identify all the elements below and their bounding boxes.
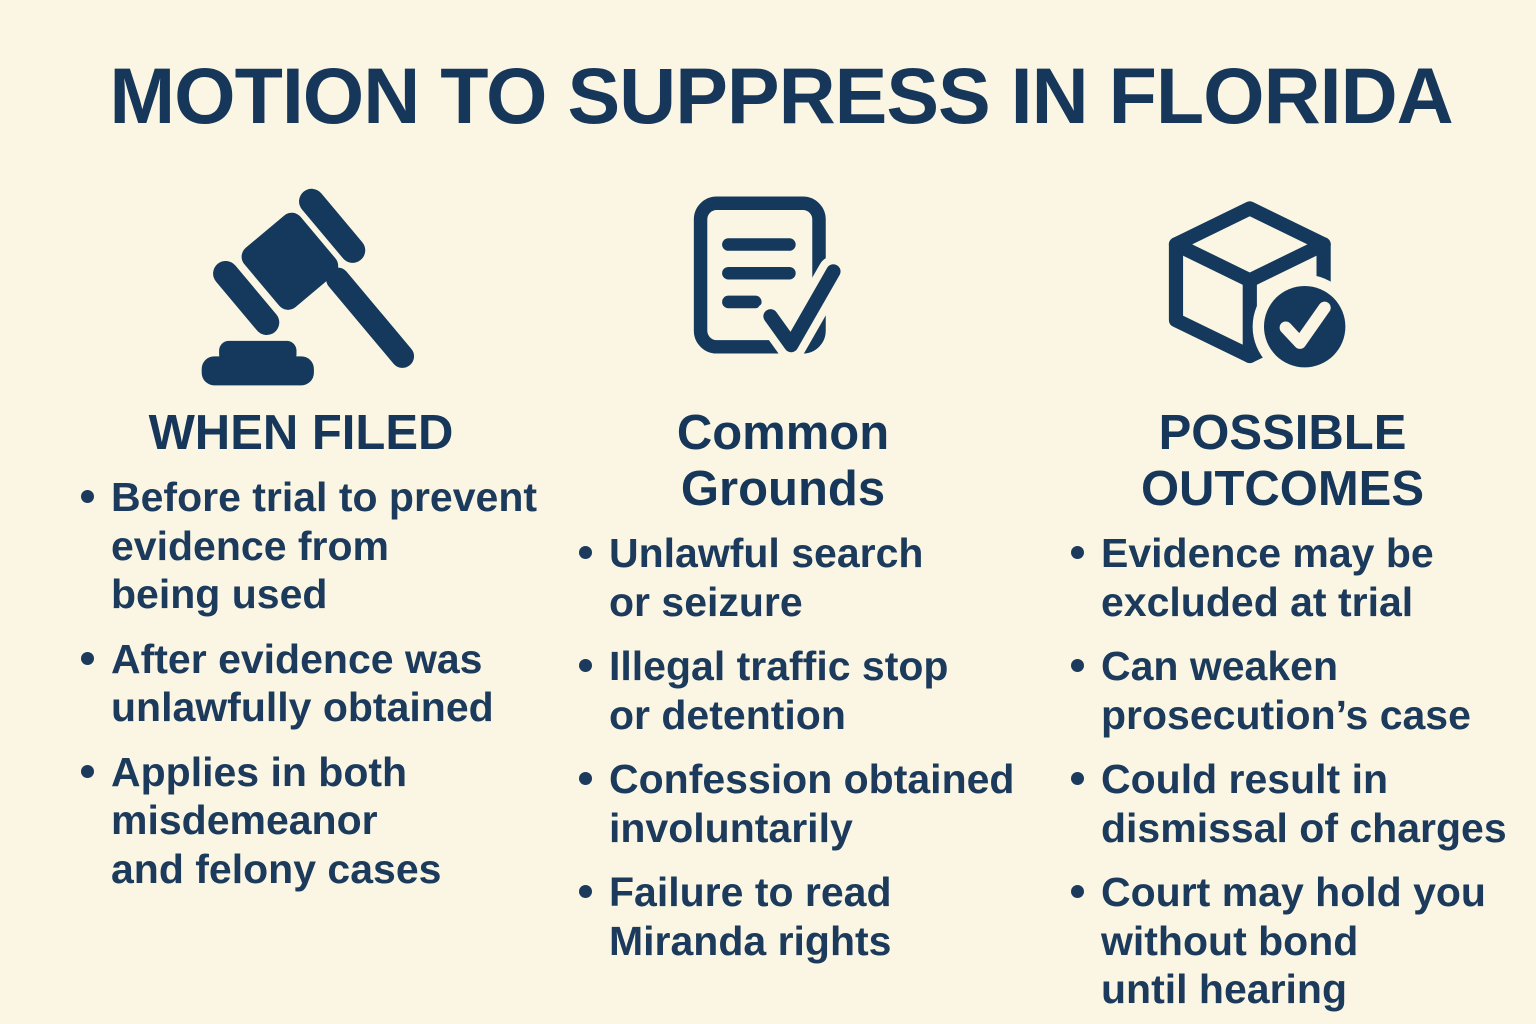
list-item: Before trial to prevent evidence from be… [81,473,547,619]
list-item: Court may hold you without bond until he… [1071,868,1520,1014]
bullet-text: Could result in dismissal of charges [1101,755,1507,852]
bullet-text: Court may hold you without bond until he… [1101,868,1486,1014]
heading-line: Grounds [680,462,886,516]
bullet-line: After evidence was [111,635,483,682]
bullet-line: Could result in [1101,756,1388,802]
bullet-line: without bond [1101,917,1359,964]
bullet-line: Can weaken [1101,643,1338,689]
bullet-text: Confession obtained involuntarily [609,755,1014,852]
bullet-text: Failure to read Miranda rights [609,868,892,965]
bullet-line: Miranda rights [609,917,892,964]
bullet-dot [579,659,592,672]
column-common-grounds: Common Grounds Unlawful search or seizur… [553,188,1014,981]
bullet-text: Before trial to prevent evidence from be… [111,473,537,619]
column-heading-common-grounds: Common Grounds [553,405,1013,517]
bullet-line: until hearing [1101,966,1347,1012]
bullet-line: Applies in both [111,748,408,795]
column-heading-when-filed: WHEN FILED [55,405,547,461]
list-item: Unlawful search or seizure [579,529,1013,626]
column-possible-outcomes: POSSIBLE OUTCOMES Evidence may be exclud… [1045,188,1520,1024]
bullet-dot [579,885,592,898]
bullet-text: After evidence was unlawfully obtained [111,635,494,732]
list-item: After evidence was unlawfully obtained [81,635,547,732]
heading-line: POSSIBLE [1158,406,1407,460]
gavel-icon [55,188,547,393]
bullet-dot [1071,772,1084,785]
document-check-icon [553,188,1013,393]
bullet-line: or seizure [609,578,803,625]
bullet-line: being used [111,571,328,617]
bullet-text: Unlawful search or seizure [609,529,923,626]
heading-line: WHEN FILED [148,406,454,460]
bullet-text: Evidence may be excluded at trial [1101,529,1434,626]
bullet-dot [1071,885,1084,898]
bullet-line: unlawfully obtained [111,684,494,730]
list-item: Illegal traffic stop or detention [579,642,1013,739]
page-title: MOTION TO SUPPRESS IN FLORIDA [109,51,1453,140]
heading-line: OUTCOMES [1140,462,1425,516]
bullet-line: and felony cases [111,845,442,892]
bullet-line: Unlawful search [609,530,924,576]
bullet-dot [1071,546,1084,559]
bullet-dot [81,764,94,778]
bullet-line: excluded at trial [1101,578,1414,625]
bullet-dot [579,772,592,785]
column-when-filed: WHEN FILED Before trial to prevent evide… [55,188,547,909]
bullet-list-when-filed: Before trial to prevent evidence from be… [55,473,547,893]
list-item: Evidence may be excluded at trial [1071,529,1520,626]
bullet-dot [81,490,94,503]
column-heading-possible-outcomes: POSSIBLE OUTCOMES [1045,405,1520,517]
bullet-line: Failure to read [609,869,892,915]
bullet-dot [81,651,94,665]
bullet-line: Confession obtained [609,756,1015,802]
bullet-line: Before trial to prevent [111,474,538,520]
list-item: Can weaken prosecution’s case [1071,642,1520,739]
bullet-dot [579,546,592,559]
bullet-line: involuntarily [609,804,853,851]
bullet-list-common-grounds: Unlawful search or seizure Illegal traff… [553,529,1014,965]
bullet-line: misdemeanor [111,797,378,843]
bullet-dot [1071,659,1084,672]
cube-check-icon [1045,188,1520,393]
bullet-line: Evidence may be [1101,530,1434,576]
bullet-line: Court may hold you [1101,869,1486,915]
bullet-list-possible-outcomes: Evidence may be excluded at trial Can we… [1045,529,1520,1014]
bullet-text: Applies in both misdemeanor and felony c… [111,748,441,894]
bullet-line: evidence from [111,522,389,569]
bullet-text: Illegal traffic stop or detention [609,642,948,739]
list-item: Failure to read Miranda rights [579,868,1013,965]
list-item: Confession obtained involuntarily [579,755,1014,852]
list-item: Applies in both misdemeanor and felony c… [81,748,547,894]
bullet-line: prosecution’s case [1101,691,1471,738]
bullet-line: or detention [609,691,846,738]
heading-line: Common [676,406,890,460]
bullet-text: Can weaken prosecution’s case [1101,642,1471,739]
list-item: Could result in dismissal of charges [1071,755,1520,852]
bullet-line: Illegal traffic stop [609,643,949,689]
bullet-line: dismissal of charges [1101,804,1507,851]
